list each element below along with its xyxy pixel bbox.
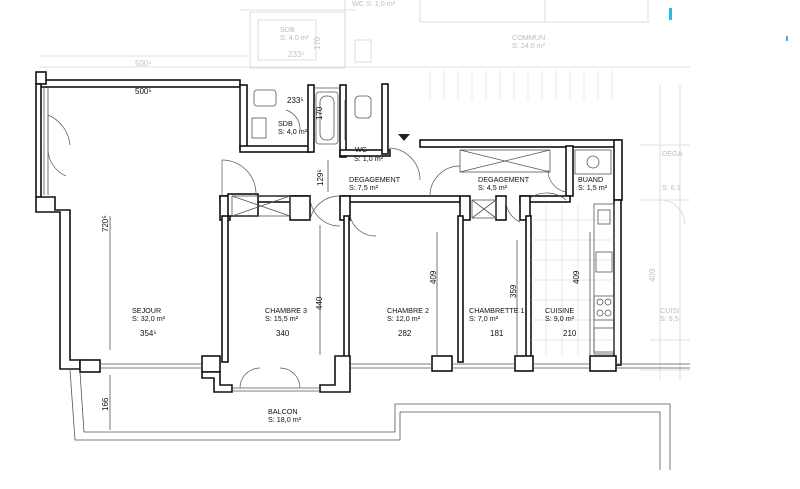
dim-sejour-depth: 720⁵: [101, 215, 110, 232]
dim-ch3-depth: 440: [315, 296, 324, 310]
dim-ch2-depth: 409: [429, 270, 438, 284]
room-cuisine-area: S: 9,0 m²: [545, 314, 575, 323]
dim-sdb-width: 233⁵: [287, 96, 304, 105]
room-sdb-area: S: 4,0 m²: [278, 127, 308, 136]
room-balcon-area: S: 18,0 m²: [268, 415, 302, 424]
dim-sdb-depth: 170: [315, 106, 324, 120]
room-degagement2-name: DEGAGEMENT: [478, 175, 530, 184]
ghost-upper-floor: [40, 0, 690, 380]
dim-balcon-depth: 166: [101, 397, 110, 411]
dim-cuis-depth: 409: [572, 270, 581, 284]
accent-mark: [669, 8, 672, 20]
ghost-sdb-area: S: 4,0 m²: [280, 33, 310, 42]
ghost-sdb-depth: 170: [313, 36, 322, 50]
dim-ch2-width: 282: [398, 329, 412, 338]
dim-chbt-width: 181: [490, 329, 504, 338]
ghost-width-label: 500⁵: [135, 59, 152, 68]
ghost-commun-area: S: 24,0 m²: [512, 41, 546, 50]
room-chambre3-name: CHAMBRE 3: [265, 306, 307, 315]
room-degagement1-area: S: 7,5 m²: [349, 183, 379, 192]
room-sejour-area: S: 32,0 m²: [132, 314, 166, 323]
entry-arrow-icon: [398, 134, 410, 141]
room-degagement2-area: S: 4,5 m²: [478, 183, 508, 192]
dimension-labels: 500⁵ 233⁵ 170 129⁵ 720⁵ 354⁵ 340 440 282…: [101, 87, 581, 411]
dim-chbt-depth: 359: [509, 284, 518, 298]
room-degagement1-name: DEGAGEMENT: [349, 175, 401, 184]
room-wc-name: WC: [355, 145, 367, 154]
room-chambrette1-name: CHAMBRETTE 1: [469, 306, 525, 315]
ghost-dega-area: S: 6,1: [662, 183, 681, 192]
dim-sejour-bottom: 354⁵: [140, 329, 157, 338]
exterior-walls: [35, 71, 690, 470]
ghost-cuisi-area: S: 9,5: [660, 314, 679, 323]
accent-mark-2: [786, 36, 788, 41]
room-sdb-name: SDB: [278, 119, 293, 128]
dim-cuis-width: 210: [563, 329, 577, 338]
room-chambre2-area: S: 12,0 m²: [387, 314, 421, 323]
room-wc-area: S: 1,0 m²: [354, 154, 384, 163]
ghost-sdb-name: SDB: [280, 25, 295, 34]
dimension-lines: [109, 100, 591, 430]
ghost-commun-name: COMMUN: [512, 33, 545, 42]
room-buand-name: BUAND: [578, 175, 603, 184]
doors: [47, 109, 567, 389]
fixtures: [231, 89, 615, 356]
ghost-sdb-dim: 233⁵: [288, 50, 305, 59]
room-sejour-name: SEJOUR: [132, 306, 161, 315]
ghost-cuisi-name: CUISI: [660, 306, 679, 315]
ghost-dega-name: DEGA: [662, 149, 683, 158]
dim-deg-depth: 129⁵: [316, 169, 325, 186]
room-chambrette1-area: S: 7,0 m²: [469, 314, 499, 323]
room-chambre3-area: S: 15,5 m²: [265, 314, 299, 323]
room-chambre2-name: CHAMBRE 2: [387, 306, 429, 315]
ghost-409: 409: [648, 268, 657, 282]
dim-ch3-width: 340: [276, 329, 290, 338]
dim-sejour-width: 500⁵: [135, 87, 152, 96]
room-buand-area: S: 1,5 m²: [578, 183, 608, 192]
ghost-wc: WC S: 1,0 m²: [352, 0, 396, 8]
room-labels: SEJOUR S: 32,0 m² CHAMBRE 3 S: 15,5 m² C…: [132, 119, 608, 424]
room-cuisine-name: CUISINE: [545, 306, 574, 315]
room-balcon-name: BALCON: [268, 407, 298, 416]
